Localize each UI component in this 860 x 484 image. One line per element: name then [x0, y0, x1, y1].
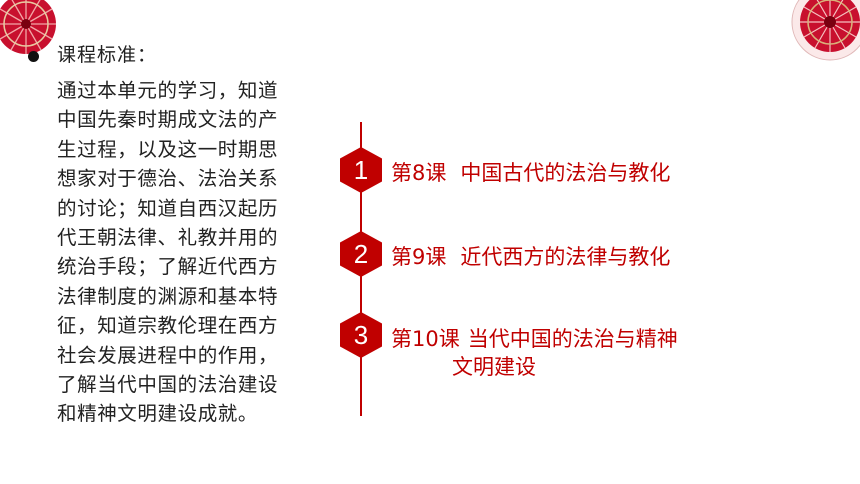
standard-line: 征，知道宗教伦理在西方	[57, 314, 279, 338]
lesson-number-badge: 1	[340, 147, 382, 193]
lesson-item-2: 第9课近代西方的法律与教化	[391, 241, 670, 271]
standard-line: 统治手段；了解近代西方	[57, 255, 279, 279]
standard-line: 中国先秦时期成文法的产	[57, 108, 279, 132]
bullet-dot	[28, 51, 39, 62]
standard-line: 的讨论；知道自西汉起历	[57, 196, 279, 220]
standard-body: 通过本单元的学习，知道 中国先秦时期成文法的产 生过程，以及这一时期思 想家对于…	[57, 76, 317, 429]
lesson-number-badge: 3	[340, 312, 382, 358]
paper-fan-icon	[0, 0, 56, 54]
standard-line: 代王朝法律、礼教并用的	[57, 226, 279, 250]
lesson-code: 第9课	[391, 245, 447, 269]
lesson-code: 第8课	[391, 161, 447, 185]
standard-line: 了解当代中国的法治建设	[57, 373, 279, 397]
standard-line: 想家对于德治、法治关系	[57, 167, 279, 191]
lesson-title-continued: 文明建设	[452, 355, 536, 379]
lesson-title: 中国古代的法治与教化	[460, 161, 671, 185]
standard-line: 和精神文明建设成就。	[57, 402, 259, 426]
lesson-number-badge: 2	[340, 231, 382, 277]
lesson-item-1: 第8课中国古代的法治与教化	[391, 157, 670, 187]
lesson-title: 当代中国的法治与精神	[467, 327, 678, 351]
standard-line: 法律制度的渊源和基本特	[57, 284, 279, 308]
paper-fan-icon	[791, 0, 860, 61]
lesson-title: 近代西方的法律与教化	[460, 245, 671, 269]
standard-line: 生过程，以及这一时期思	[57, 137, 279, 161]
standard-line: 通过本单元的学习，知道	[57, 79, 279, 102]
standard-title: 课程标准：	[57, 44, 158, 66]
standard-line: 社会发展进程中的作用，	[57, 343, 279, 367]
lesson-item-3: 第10课当代中国的法治与精神	[391, 323, 678, 353]
lesson-code: 第10课	[391, 327, 460, 351]
